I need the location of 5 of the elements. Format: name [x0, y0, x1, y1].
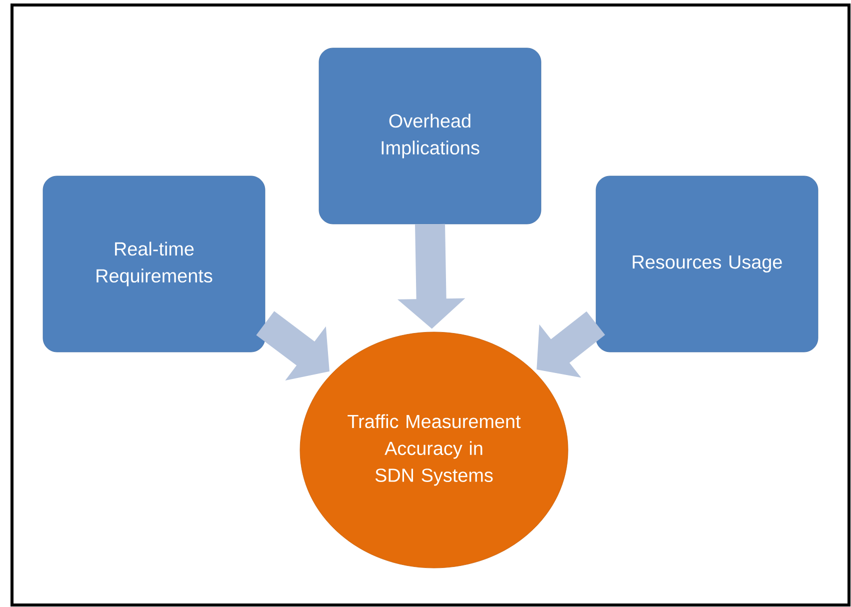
rounded-box: Real-time Requirements — [42, 176, 266, 352]
ellipse-node: Traffic Measurement Accuracy in SDN Systems — [300, 332, 568, 568]
rounded-box: Resources Usage — [596, 176, 818, 352]
block-arrow — [536, 311, 606, 378]
rounded-box: Overhead Implications — [318, 48, 542, 224]
